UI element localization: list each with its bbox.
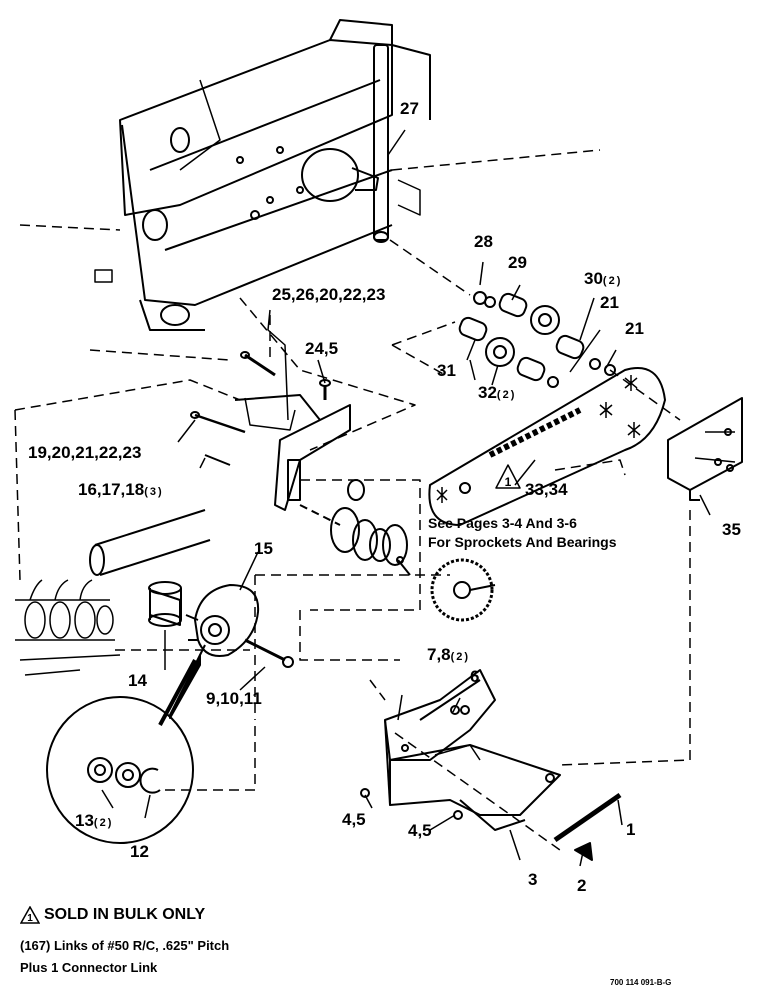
idler-assembly (458, 291, 616, 388)
legend-triangle-icon: 1 (20, 906, 40, 924)
bulk-triangle-icon (495, 464, 521, 489)
callout-3: 3 (528, 870, 538, 889)
callout-2: 2 (577, 876, 587, 895)
legend-title: 1 SOLD IN BULK ONLY (20, 906, 205, 924)
callout-14: 14 (128, 671, 147, 690)
center-bracket (234, 394, 365, 511)
leader-lines (101, 129, 711, 867)
shaft-tube (89, 509, 211, 627)
callout-7: 7,8(2) (427, 645, 471, 664)
reference-note-line-1: See Pages 3-4 And 3-6 (428, 515, 577, 531)
callout-21-lower: 21 (625, 319, 644, 338)
detail-view (46, 654, 256, 844)
callout-13: 13(2) (75, 811, 114, 830)
callout-31: 31 (437, 361, 456, 380)
legend-symbol: 1 (27, 913, 33, 924)
callout-19: 19,20,21,22,23 (28, 443, 142, 462)
callout-15: 15 (254, 539, 273, 558)
callout-28: 28 (474, 232, 493, 251)
callout-16: 16,17,18(3) (78, 480, 164, 499)
callout-27: 27 (400, 99, 419, 118)
callout-4-right: 4,5 (408, 821, 432, 840)
callout-6: 6 (470, 667, 480, 686)
legend-line-1: (167) Links of #50 R/C, .625" Pitch (20, 938, 230, 953)
disk-15 (185, 584, 260, 657)
figure-id: 700 114 091-B-G (610, 978, 672, 987)
callout-21-upper: 21 (600, 293, 619, 312)
strip-1 (553, 792, 622, 843)
main-frame (94, 19, 431, 331)
callout-33: 33,34 (525, 480, 568, 499)
legend-title-text: SOLD IN BULK ONLY (44, 906, 206, 923)
lower-shield (384, 669, 561, 831)
legend-line-2: Plus 1 Connector Link (20, 960, 158, 975)
callout-12: 12 (130, 842, 149, 861)
callout-9: 9,10,11 (206, 689, 262, 708)
reference-note: See Pages 3-4 And 3-6 For Sprockets And … (428, 514, 617, 552)
callout-4-left: 4,5 (342, 810, 366, 829)
reel-assembly (15, 579, 250, 676)
reference-note-line-2: For Sprockets And Bearings (428, 534, 617, 550)
callout-24: 24,5 (305, 339, 339, 358)
svg-text:1: 1 (505, 475, 512, 489)
callout-25: 25,26,20,22,23 (272, 285, 386, 304)
rod-27 (373, 44, 389, 243)
drive-sprocket (430, 558, 496, 622)
chain-guard (428, 367, 666, 526)
callout-29: 29 (508, 253, 527, 272)
callout-30: 30(2) (584, 269, 623, 288)
clip-2 (574, 842, 593, 861)
bracket-35 (667, 397, 743, 501)
callout-32: 32(2) (478, 383, 517, 402)
callout-1: 1 (626, 820, 636, 839)
callout-35: 35 (722, 520, 741, 539)
bearing-stack (299, 504, 411, 576)
